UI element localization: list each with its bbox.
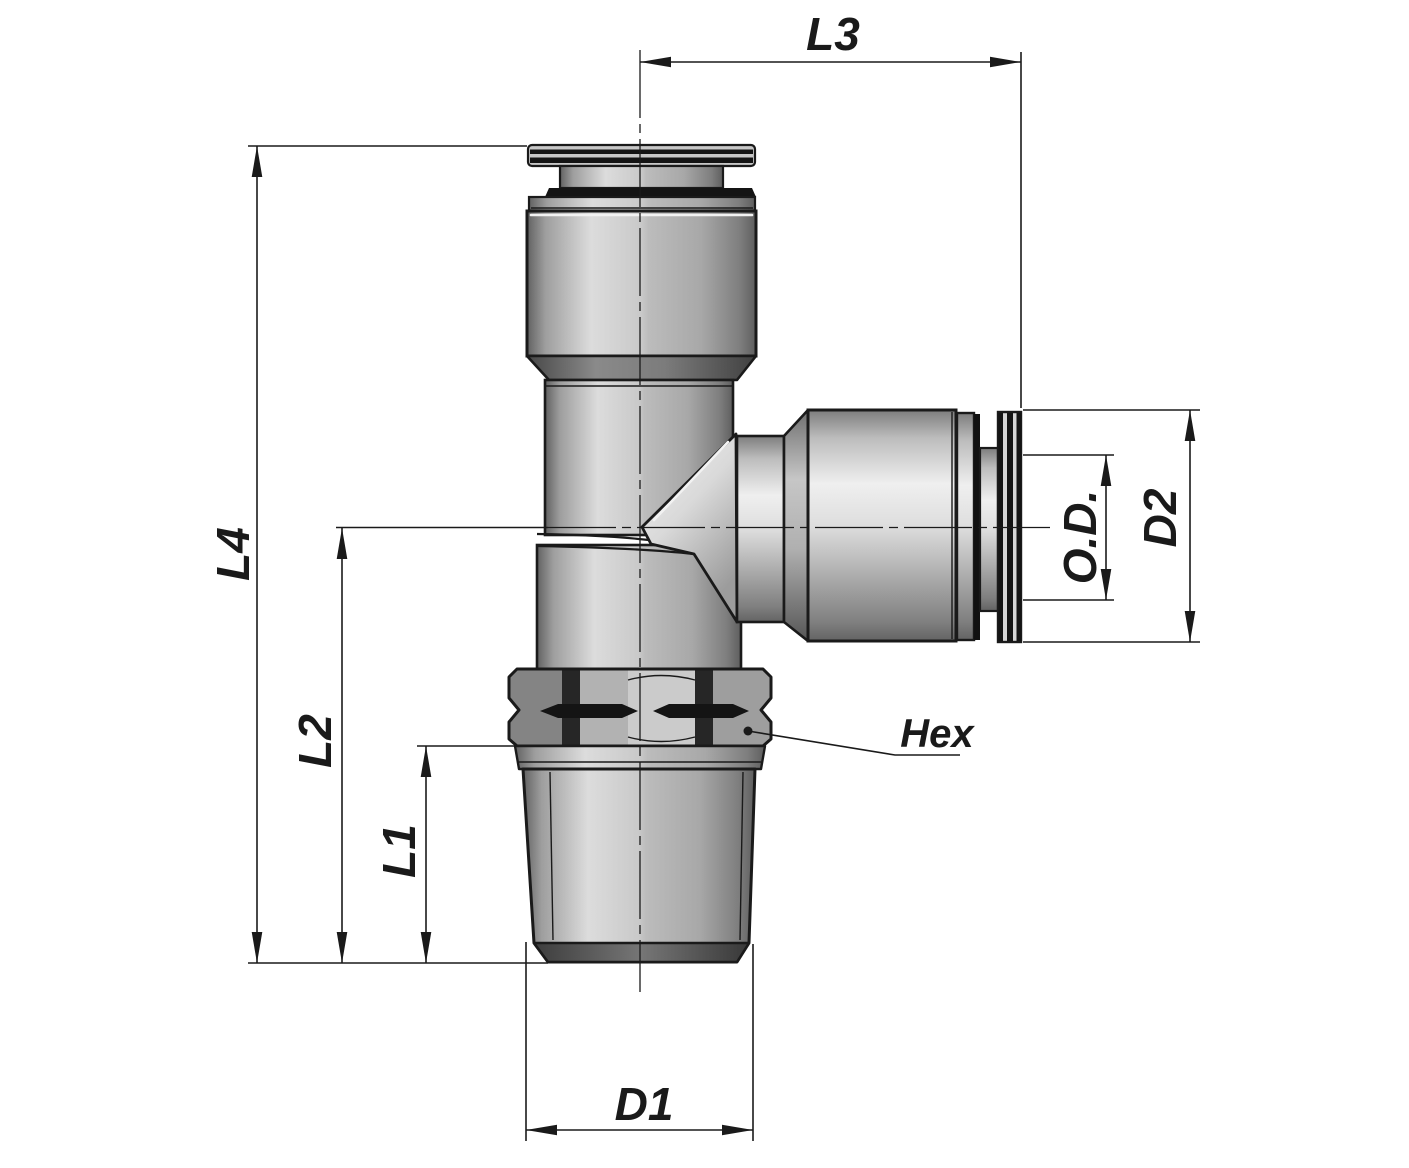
side-push-connect-port (640, 408, 1023, 644)
l3-label: L3 (806, 8, 860, 60)
step-groove-lower (536, 544, 695, 556)
dimension-od: O.D. (1023, 454, 1114, 601)
cap-shadow-gap (545, 188, 756, 197)
release-ring-neck (558, 164, 725, 190)
dimension-l2: L2 (289, 526, 548, 963)
collet-housing (525, 209, 758, 358)
hex-leader-line (747, 730, 960, 756)
branch-groove (974, 414, 980, 640)
dimension-l1: L1 (373, 745, 514, 963)
thread-washer (513, 744, 767, 771)
release-ring-groove-2 (530, 157, 753, 163)
branch-collar (735, 434, 786, 624)
hex-facet-curve-top (627, 674, 696, 681)
dimension-d1: D1 (525, 942, 754, 1141)
fitting-body (507, 143, 1023, 964)
d1-label: D1 (615, 1078, 674, 1130)
branch-step-chamfer (782, 408, 810, 643)
dimension-l4: L4 (207, 145, 527, 963)
branch-housing (806, 408, 958, 643)
top-push-connect-port (525, 143, 758, 382)
d2-label: D2 (1134, 488, 1186, 547)
center-lines (548, 50, 1050, 992)
thread-crest-left (549, 771, 554, 941)
hex-slit-left (540, 704, 638, 718)
branch-neck (978, 446, 1000, 613)
hex-slit-right (653, 704, 749, 718)
step-groove-upper (536, 532, 658, 543)
l1-label: L1 (373, 824, 425, 878)
hex-label: Hex (900, 712, 975, 756)
branch-ring (955, 411, 976, 642)
housing-chamfer (525, 354, 758, 382)
od-label: O.D. (1054, 490, 1106, 585)
l4-label: L4 (207, 527, 259, 581)
thread-body (521, 767, 757, 964)
dimensions: L3 L4 L2 L1 D1 D2 (207, 8, 1200, 1141)
cone-highlight (652, 440, 730, 522)
release-ring-groove-1 (530, 149, 753, 154)
dimension-d2: D2 (1023, 409, 1200, 643)
male-thread (513, 744, 767, 964)
dimension-l3: L3 (640, 8, 1022, 408)
thread-tip-chamfer (532, 941, 751, 964)
thread-crest-right (739, 771, 744, 941)
collet-collar (527, 195, 757, 213)
l2-label: L2 (289, 714, 341, 768)
hex-callout: Hex (743, 712, 975, 756)
hex-nut (507, 667, 773, 748)
hex-facet-curve-bottom (627, 736, 696, 743)
